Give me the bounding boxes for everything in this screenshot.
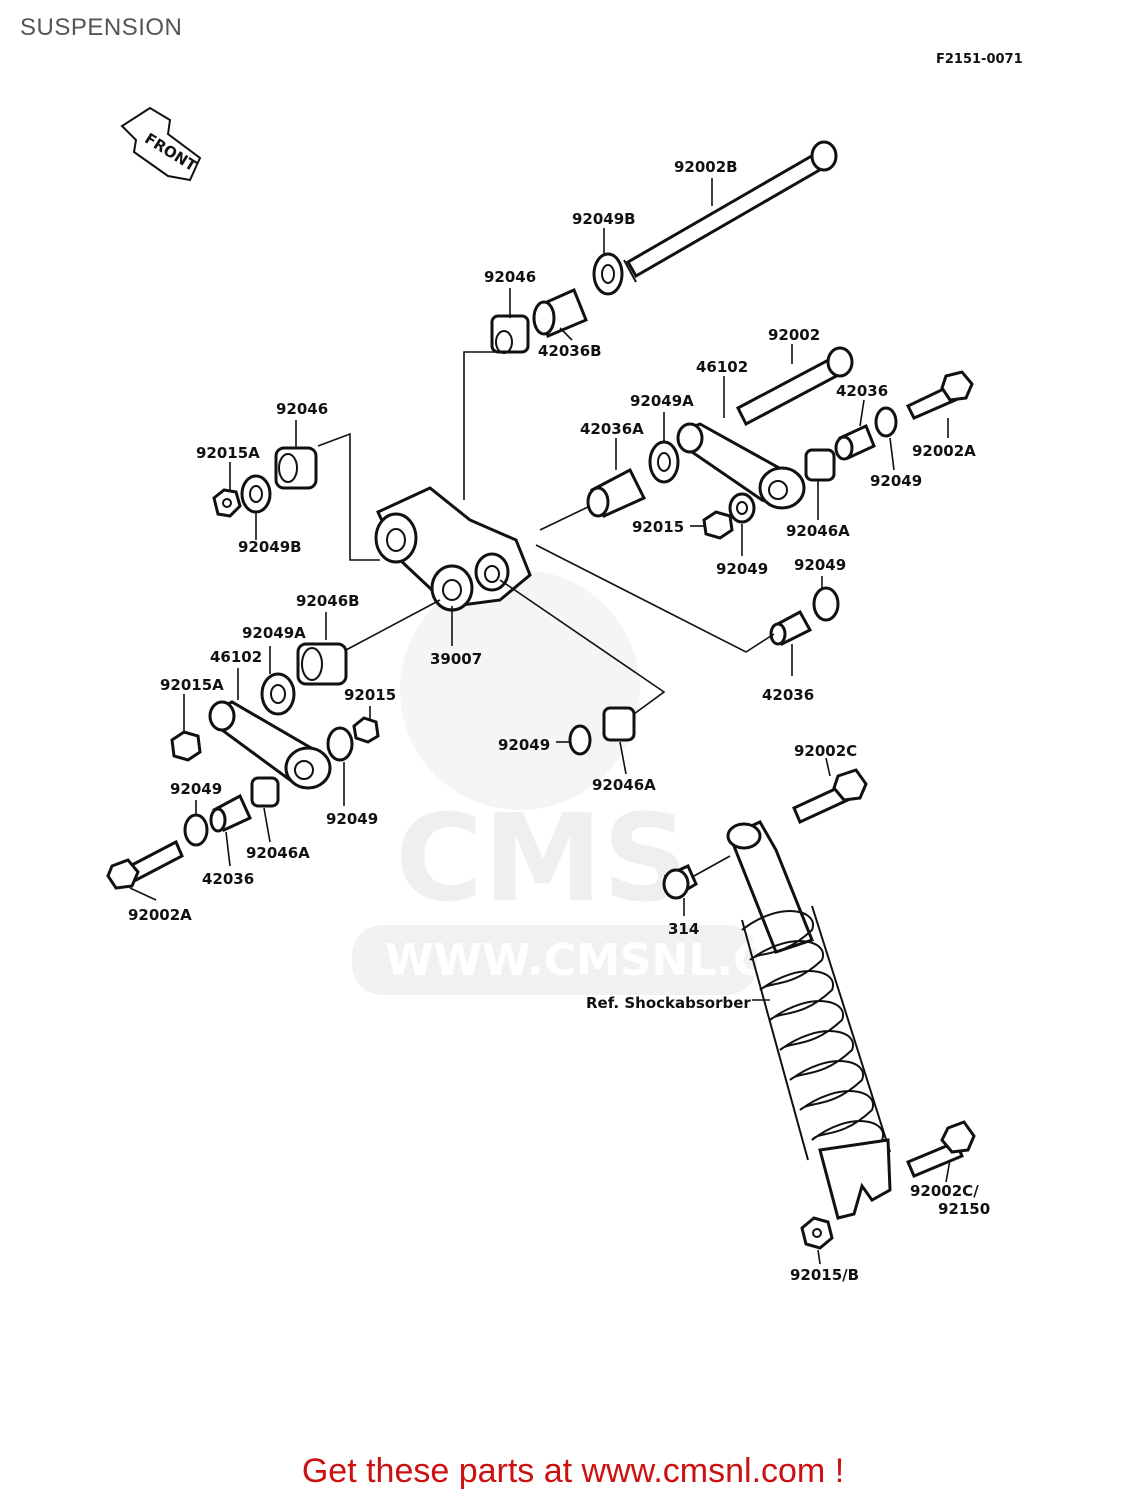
callout-92015-mid: 92015 (632, 518, 684, 536)
rocker-arm-39007 (374, 486, 532, 612)
collar-42036B (532, 287, 588, 339)
seal-92049-low2 (568, 724, 592, 756)
callout-92049-r1: 92049 (870, 472, 922, 490)
callout-92046A-mid: 92046A (246, 844, 310, 862)
tie-rod-46102-left (208, 700, 332, 790)
nut-92015A-low (170, 730, 202, 762)
callout-42036-right: 42036 (836, 382, 888, 400)
callout-92015A-left: 92015A (196, 444, 260, 462)
callout-92002C-bottom: 92002C/ (910, 1182, 979, 1200)
callout-92049-r2: 92049 (716, 560, 768, 578)
bolt-92002C-top (792, 768, 868, 825)
seal-92049B-left (240, 474, 272, 514)
seal-92049-mid (326, 726, 354, 762)
callout-92049-low1: 92049 (170, 780, 222, 798)
callout-92049B-left: 92049B (238, 538, 302, 556)
bearing-92046A-right (804, 448, 836, 482)
bearing-92046-left (274, 446, 318, 490)
bearing-92046B (296, 642, 348, 686)
seal-92049A-left (260, 672, 296, 716)
callout-39007: 39007 (430, 650, 482, 668)
callout-ref-shockabsorber: Ref. Shockabsorber (586, 994, 751, 1012)
callout-92046B: 92046B (296, 592, 360, 610)
callout-92015B: 92015/B (790, 1266, 859, 1284)
callout-92015-low: 92015 (344, 686, 396, 704)
shock-spring (741, 905, 891, 1161)
callout-42036-low: 42036 (202, 870, 254, 888)
callout-92046A-right: 92046A (786, 522, 850, 540)
callout-46102-left: 46102 (210, 648, 262, 666)
bolt-92002 (736, 346, 854, 427)
collar-42036A (586, 467, 647, 518)
seal-92049-r1 (874, 406, 898, 438)
bolt-92002A-low (106, 839, 184, 890)
callout-92049B-top: 92049B (572, 210, 636, 228)
collar-42036-right (834, 423, 876, 461)
figure-code: F2151-0071 (936, 52, 1023, 67)
tie-rod-46102-right (676, 422, 806, 510)
callout-92015A-low: 92015A (160, 676, 224, 694)
seal-92049A-right (648, 440, 680, 484)
callout-92049-r3: 92049 (794, 556, 846, 574)
bolt-92002C-bottom (906, 1120, 976, 1178)
seal-92049-r2 (728, 492, 756, 524)
watermark-url: WWW.CMSNL.COM (385, 935, 847, 986)
collar-42036-low (209, 793, 252, 833)
callout-92049A-left: 92049A (242, 624, 306, 642)
bolt-92002B (623, 140, 838, 283)
collar-42036-mid (769, 609, 813, 647)
page-title: SUSPENSION (20, 14, 183, 41)
suspension-exploded-diagram: CMS WWW.CMSNL.COM FRONT (106, 106, 990, 1284)
callout-46102-right: 46102 (696, 358, 748, 376)
leader-lines (129, 178, 951, 1265)
callout-92150: 92150 (938, 1200, 990, 1218)
callout-92002C-top: 92002C (794, 742, 857, 760)
callout-314: 314 (668, 920, 699, 938)
collar-314 (662, 864, 698, 900)
shock-absorber (726, 820, 892, 1220)
front-direction-arrow: FRONT (120, 106, 202, 182)
seal-92049-low1 (183, 813, 209, 847)
callout-92002B: 92002B (674, 158, 738, 176)
callout-92049A-right: 92049A (630, 392, 694, 410)
bearing-92046A-low-right (602, 706, 636, 742)
callout-92046A-low: 92046A (592, 776, 656, 794)
callout-92002A-right: 92002A (912, 442, 976, 460)
callout-labels: 92002B 92049B 92046 42036B 92046 92015A … (128, 158, 990, 1284)
bolt-92002A-right (905, 370, 974, 420)
seal-92049-r3 (812, 586, 840, 622)
footer-shop-link[interactable]: Get these parts at www.cmsnl.com ! (301, 1452, 845, 1490)
callout-92002: 92002 (768, 326, 820, 344)
callout-92046-left: 92046 (276, 400, 328, 418)
nut-92015-low (352, 716, 380, 744)
nut-92015-mid (702, 510, 734, 540)
callout-92049-low2: 92049 (498, 736, 550, 754)
bearing-92046A-low (250, 776, 280, 808)
watermark-brand: CMS (395, 790, 689, 929)
callout-92046-top: 92046 (484, 268, 536, 286)
nut-92015A-left (212, 488, 242, 518)
callout-42036-mid: 42036 (762, 686, 814, 704)
callout-92002A-low: 92002A (128, 906, 192, 924)
nut-92015B (800, 1216, 834, 1250)
bearing-92046-top (490, 314, 530, 354)
seal-92049B-top (592, 252, 624, 296)
callout-92049-mid: 92049 (326, 810, 378, 828)
callout-42036A: 42036A (580, 420, 644, 438)
callout-42036B: 42036B (538, 342, 602, 360)
